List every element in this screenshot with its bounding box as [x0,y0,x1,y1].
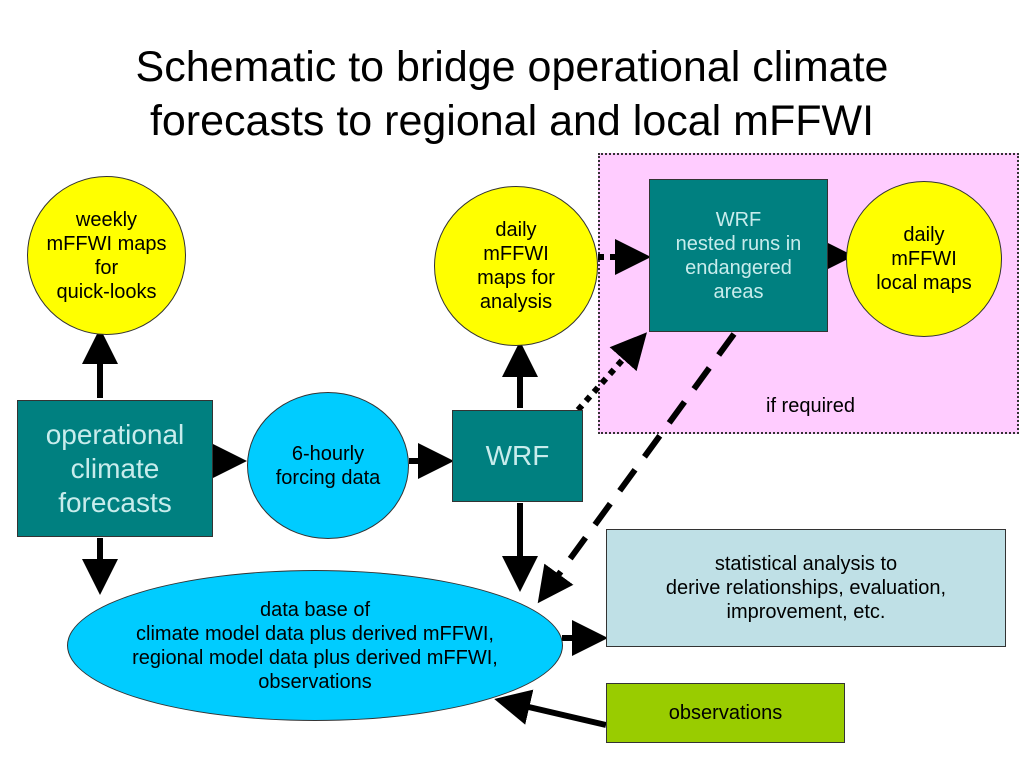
database-label: data base of climate model data plus der… [132,598,498,693]
arrow-wrf-to-nested-wrf [575,332,647,412]
statistical-analysis-label: statistical analysis to derive relations… [665,553,947,623]
operational-forecasts-label: operational climate forecasts [45,418,185,518]
daily-maps-analysis-node: daily mFFWI maps for analysis [434,186,598,346]
forcing-data-node: 6-hourly forcing data [247,392,409,539]
wrf-label: WRF [485,440,550,471]
slide-title: Schematic to bridge operational climate … [0,40,1024,148]
wrf-nested-label: WRF nested runs in endangered areas [675,208,802,303]
wrf-nested-node: WRF nested runs in endangered areas [649,179,828,332]
title-line-1: Schematic to bridge operational climate [135,43,889,91]
title-line-2: forecasts to regional and local mFFWI [149,97,875,145]
operational-forecasts-node: operational climate forecasts [17,400,213,537]
weekly-maps-node: weekly mFFWI maps for quick-looks [27,176,186,335]
daily-maps-analysis-label: daily mFFWI maps for analysis [477,219,555,313]
wrf-node: WRF [452,410,583,502]
daily-local-maps-node: daily mFFWI local maps [846,181,1002,337]
forcing-data-label: 6-hourly forcing data [275,442,381,489]
weekly-maps-label: weekly mFFWI maps for quick-looks [46,208,167,303]
observations-label: observations [668,702,783,724]
database-node: data base of climate model data plus der… [67,570,563,721]
arrow-observations-to-database [494,689,607,728]
daily-local-maps-label: daily mFFWI local maps [876,224,972,294]
if-required-label: if required [766,395,855,417]
statistical-analysis-node: statistical analysis to derive relations… [606,529,1006,647]
arrow-nested-wrf-to-database [537,332,737,604]
observations-node: observations [606,683,845,743]
